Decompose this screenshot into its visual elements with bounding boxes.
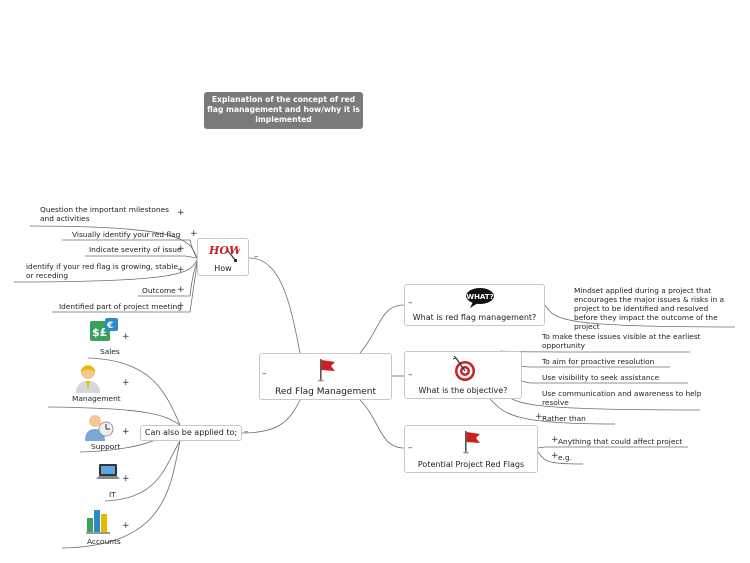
topic-potential-label: Potential Project Red Flags [417,460,525,469]
expand-control-rather-than[interactable]: + [535,412,543,422]
how-item-1[interactable]: Question the important milestones and ac… [40,205,169,223]
potential-item-1[interactable]: Anything that could affect project [558,437,683,446]
how-icon: HOW [208,241,240,263]
svg-text:HOW: HOW [208,244,240,257]
svg-text:€: € [106,321,113,331]
svg-text:WHAT?: WHAT? [466,293,493,301]
how-item-4[interactable]: identify if your red flag is growing, st… [26,262,178,280]
topic-how[interactable]: HOW How [197,238,249,276]
collapse-control-how[interactable]: – [254,252,259,262]
red-flag-icon [318,358,336,382]
objective-item-2[interactable]: To aim for proactive resolution [542,357,655,366]
red-flag-icon [463,430,481,454]
expand-control-how-item-5[interactable]: + [177,285,185,295]
expand-control-support[interactable]: + [122,427,130,437]
expand-control-how-item-6[interactable]: + [177,301,185,311]
link-center-applied [241,399,301,434]
objective-item-3[interactable]: Use visibility to seek assistance [542,373,660,382]
expand-control-anything[interactable]: + [551,435,559,445]
it-laptop-icon [96,463,120,483]
expand-control-it[interactable]: + [122,474,130,484]
collapse-control-center[interactable]: – [262,369,267,379]
expand-control-management[interactable]: + [122,378,130,388]
collapse-control-potential[interactable]: – [408,443,413,453]
what-speech-bubble-icon: WHAT? [465,287,495,309]
management-person-icon [74,363,102,393]
svg-text:$£: $£ [92,326,107,339]
how-item-6[interactable]: Identified part of project meeting [59,302,182,311]
collapse-control-applied[interactable]: – [244,427,249,437]
topic-what-label: What is red flag management? [412,313,537,322]
topic-how-label: How [214,264,232,273]
explanation-note[interactable]: Explanation of the concept of red flag m… [204,92,363,129]
sales-currency-icon: $£ € [90,318,118,344]
applied-item-management[interactable]: Management [72,394,121,403]
how-item-3[interactable]: Indicate severity of issue [89,245,182,254]
expand-control-sales[interactable]: + [122,332,130,342]
applied-item-it[interactable]: IT [109,490,116,499]
collapse-control-what[interactable]: – [408,298,413,308]
how-item-2[interactable]: Visually identify your red flag [72,230,181,239]
target-icon [453,356,477,382]
collapse-control-objective[interactable]: – [408,370,413,380]
topic-what-is-the-objective[interactable]: What is the objective? [404,351,522,399]
expand-control-how-item-3[interactable]: + [177,244,185,254]
link-center-how [248,257,301,354]
what-detail[interactable]: Mindset applied during a project that en… [574,286,725,331]
how-item-5[interactable]: Outcome [142,286,176,295]
potential-item-2[interactable]: e.g. [558,453,572,462]
accounts-bar-chart-icon [86,506,112,534]
central-topic-red-flag-management[interactable]: Red Flag Management [259,353,392,400]
topic-potential-project-red-flags[interactable]: Potential Project Red Flags [404,425,538,473]
objective-item-1[interactable]: To make these issues visible at the earl… [542,332,701,350]
expand-control-accounts[interactable]: + [122,521,130,531]
expand-control-how-item-2[interactable]: + [190,229,198,239]
expand-control-how-item-1[interactable]: + [177,208,185,218]
link-center-what [359,304,405,354]
link-center-potential [359,399,405,449]
applied-item-support[interactable]: Support [91,442,121,451]
expand-control-how-item-4[interactable]: + [177,265,185,275]
topic-what-is-red-flag-management[interactable]: WHAT? What is red flag management? [404,284,545,326]
expand-control-eg[interactable]: + [551,451,559,461]
objective-item-4[interactable]: Use communication and awareness to help … [542,389,702,407]
applied-item-sales[interactable]: Sales [100,347,120,356]
topic-can-also-be-applied[interactable]: Can also be applied to; [140,425,242,441]
central-topic-label: Red Flag Management [274,387,376,397]
topic-objective-label: What is the objective? [418,386,508,395]
objective-item-5[interactable]: Rather than [542,414,586,423]
applied-item-accounts[interactable]: Accounts [87,537,121,546]
support-team-icon [83,413,115,441]
